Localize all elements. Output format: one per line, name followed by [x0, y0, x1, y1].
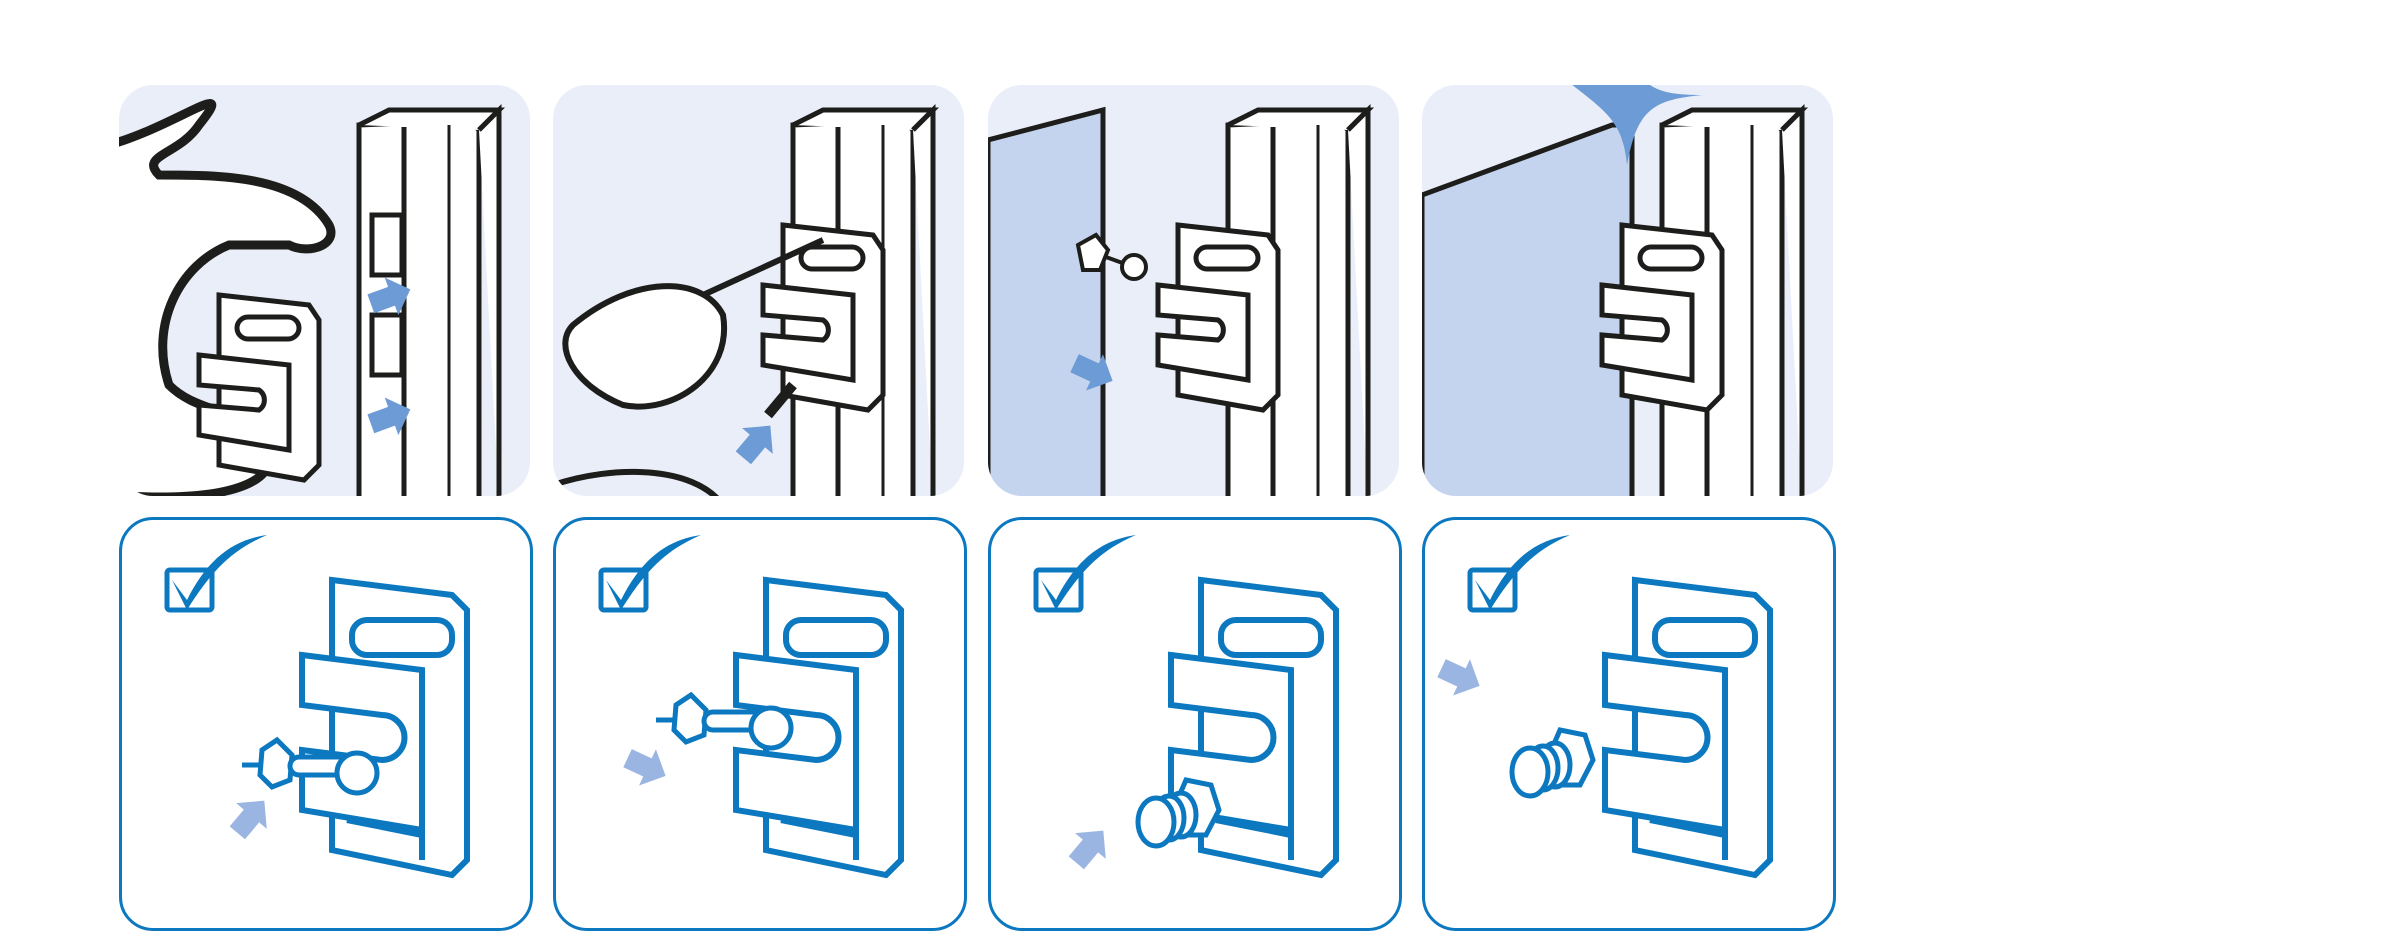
- step-4-scene: [1422, 85, 1833, 496]
- direction-arrow-icon: [367, 397, 411, 436]
- checkmark-icon: [1033, 535, 1136, 613]
- direction-arrow-icon: [735, 425, 773, 465]
- screwdriver-tightens-clamp: [553, 103, 940, 496]
- direction-arrow-icon: [1437, 659, 1480, 696]
- glass-pane: [988, 106, 1106, 496]
- clamp-bracket: [1155, 222, 1281, 413]
- screwdriver-icon: [553, 237, 825, 496]
- ribbed-cap-icon: [1135, 777, 1222, 849]
- step-2-scene: [553, 85, 964, 496]
- clamp-detail: [1602, 576, 1773, 879]
- step-2-detail: [553, 517, 967, 931]
- glass-panel-with-knob-approaches-clamp: [988, 103, 1375, 496]
- checkmark-icon: [598, 535, 701, 613]
- clamp-bracket: [196, 292, 322, 483]
- direction-arrow-icon: [229, 800, 267, 840]
- knob-bolt-icon: [656, 691, 794, 751]
- checkmark-icon: [1467, 535, 1570, 613]
- step-4-detail: [1422, 517, 1836, 931]
- clamp-bracket: [1599, 222, 1725, 413]
- sparkle-icon: [1572, 85, 1702, 165]
- knob-bolt-with-ball: [164, 535, 470, 879]
- step-3-detail: [988, 517, 1402, 931]
- direction-arrow-icon: [1068, 830, 1106, 870]
- step-3-scene: [988, 85, 1399, 496]
- direction-arrow-icon: [623, 749, 666, 786]
- clamp-bracket: [760, 222, 886, 413]
- knob-bolt-icon: [242, 736, 380, 796]
- direction-arrow-icon: [367, 277, 411, 316]
- ribbed-cap-inserted: [1437, 535, 1773, 879]
- ribbed-cap-icon: [1509, 727, 1596, 799]
- clamp-detail: [299, 576, 470, 879]
- clamp-detail: [1168, 576, 1339, 879]
- step-1-scene: [119, 85, 530, 496]
- screw-icon: [764, 381, 797, 419]
- checkmark-icon: [164, 535, 267, 613]
- step-1-detail: [119, 517, 533, 931]
- direction-arrow-icon: [1070, 354, 1113, 391]
- hand-inserts-clamp-into-profile: [119, 99, 506, 496]
- knob-bolt-with-ball: [598, 535, 904, 879]
- ribbed-cap: [1033, 535, 1339, 879]
- glass-panel-snapped-into-clamp: [1422, 85, 1809, 496]
- clamp-detail: [733, 576, 904, 879]
- knob-icon: [1075, 232, 1148, 281]
